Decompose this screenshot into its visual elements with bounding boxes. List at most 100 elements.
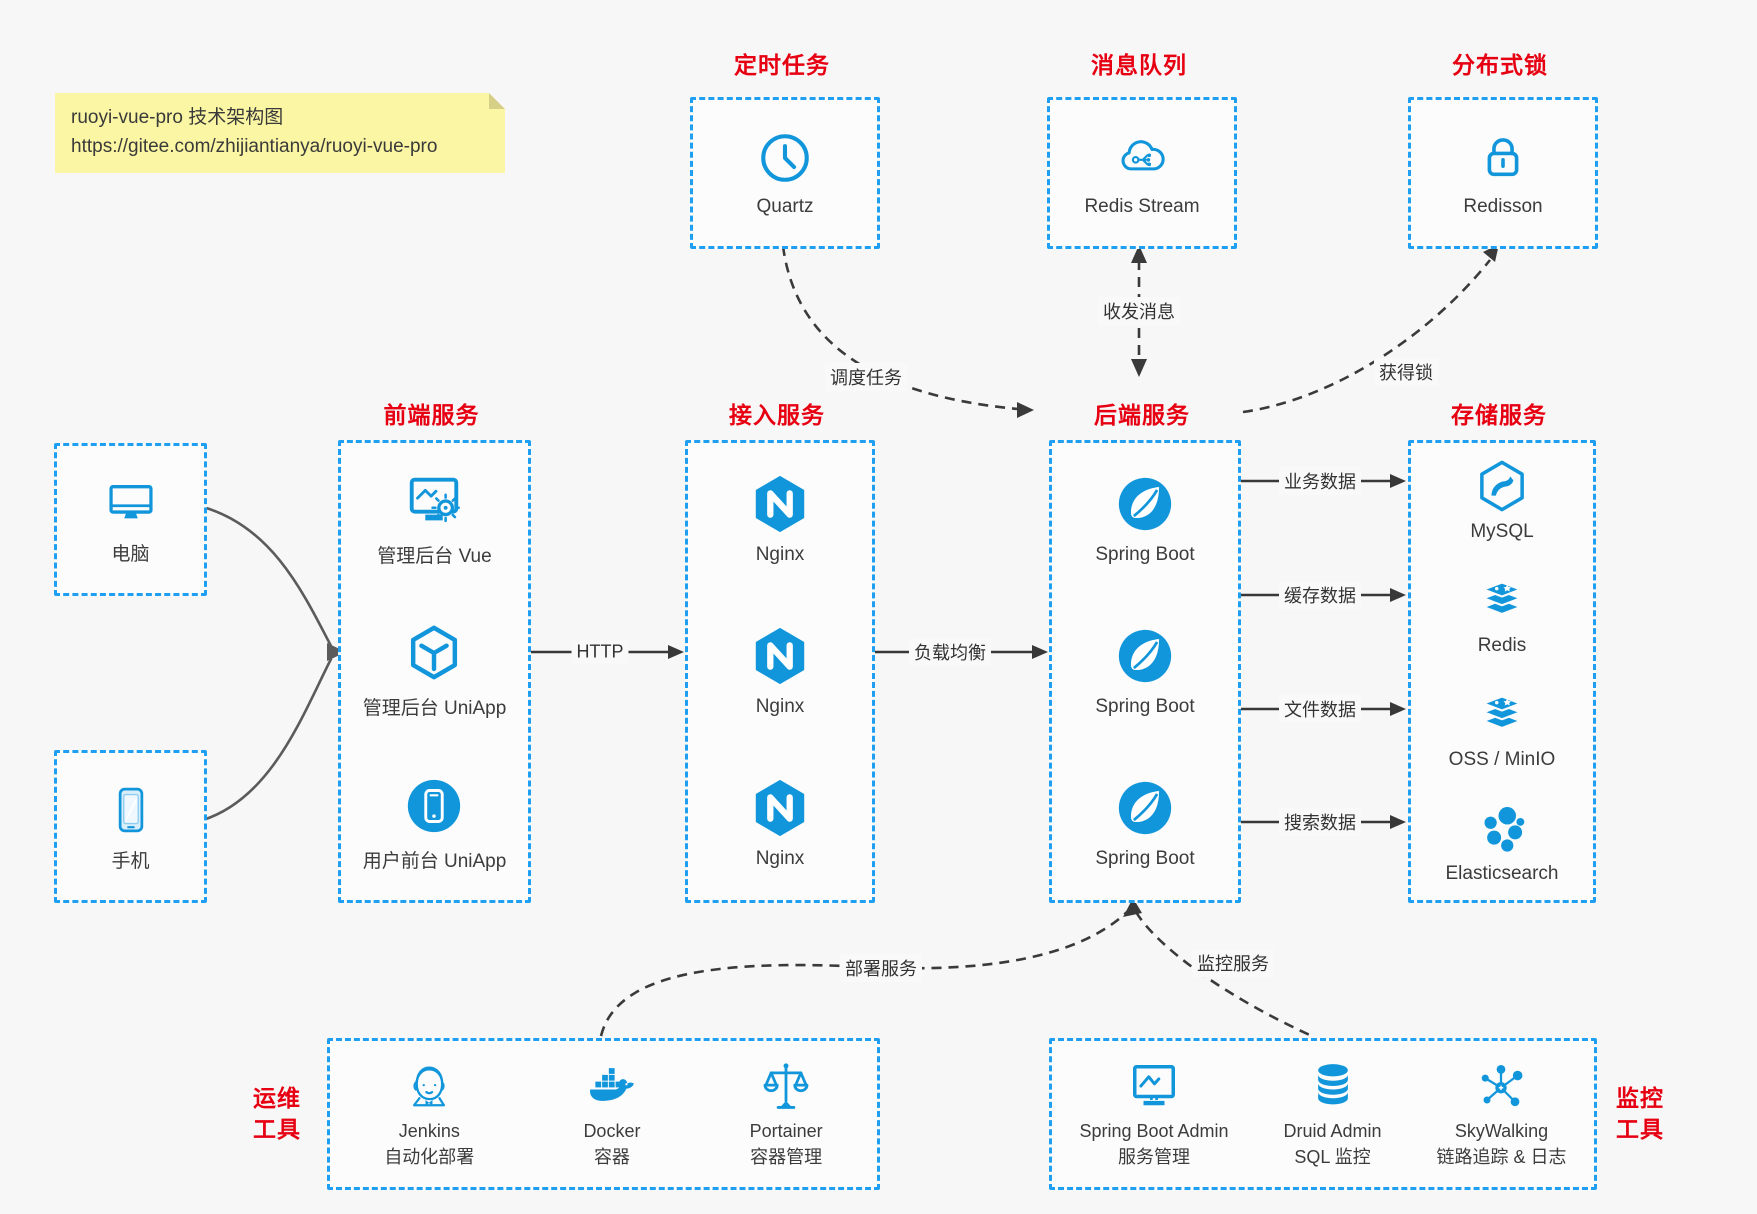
node-label: MySQL <box>1470 520 1534 542</box>
label-line2: 服务管理 <box>1118 1146 1191 1167</box>
node-label: Elasticsearch <box>1445 863 1559 885</box>
nginx-icon <box>755 627 805 685</box>
message-label: 收发消息 <box>1098 297 1180 325</box>
nginx-node[interactable]: Nginx <box>749 625 811 718</box>
admin-uniapp-node[interactable]: 管理后台 UniApp <box>363 622 506 720</box>
admin-vue-node[interactable]: 管理后台 Vue <box>377 470 492 568</box>
admin-vue-icon <box>410 477 461 523</box>
monitor-label: 监控服务 <box>1192 949 1274 977</box>
node-label: Nginx <box>755 543 805 565</box>
node-label: OSS / MinIO <box>1448 749 1556 771</box>
spring-boot-node[interactable]: Spring Boot <box>1095 777 1195 870</box>
label-line2: 容器 <box>593 1146 630 1167</box>
access-box: Nginx Nginx Nginx <box>685 440 875 903</box>
docker-node[interactable]: Docker 容器 <box>583 1058 641 1169</box>
quartz-box: Quartz <box>690 97 880 249</box>
mobile-icon <box>118 787 143 832</box>
node-label: Spring Boot <box>1095 695 1195 717</box>
app-circle-icon <box>408 779 461 832</box>
skywalking-icon <box>1482 1065 1523 1107</box>
label-line2: SQL 监控 <box>1294 1146 1371 1167</box>
section-title-frontend: 前端服务 <box>383 402 480 428</box>
section-title-access: 接入服务 <box>729 402 825 428</box>
backend-box: Spring Boot Spring Boot Spring Boot <box>1049 440 1241 903</box>
monitoring-title-line2: 工具 <box>1616 1116 1664 1143</box>
nginx-icon <box>755 475 805 532</box>
nginx-node[interactable]: Nginx <box>749 473 811 566</box>
elasticsearch-node[interactable]: Elasticsearch <box>1446 800 1559 885</box>
section-title-storage: 存储服务 <box>1451 402 1547 428</box>
portainer-node[interactable]: Portainer 容器管理 <box>750 1058 823 1169</box>
redis-stream-node[interactable]: Redis Stream <box>1084 129 1200 218</box>
spring-icon <box>1118 477 1172 530</box>
node-label: 电脑 <box>111 543 150 565</box>
label-line2: 容器管理 <box>750 1146 823 1167</box>
node-label: Portainer 容器管理 <box>750 1119 823 1169</box>
storage-edges <box>1237 479 1393 824</box>
computer-node[interactable]: 电脑 <box>102 474 160 566</box>
search-data-label: 搜索数据 <box>1279 808 1361 836</box>
node-label: Redis Stream <box>1084 195 1200 217</box>
oss-minio-node[interactable]: OSS / MinIO <box>1448 686 1556 771</box>
mysql-node[interactable]: MySQL <box>1470 458 1534 543</box>
section-title-backend: 后端服务 <box>1094 402 1190 428</box>
ops-title-line2: 工具 <box>253 1116 301 1143</box>
node-label: Docker 容器 <box>583 1119 640 1169</box>
note-url[interactable]: https://gitee.com/zhijiantianya/ruoyi-vu… <box>71 135 438 157</box>
cache-data-label: 缓存数据 <box>1279 581 1361 609</box>
deploy-label: 部署服务 <box>840 954 922 982</box>
node-label: Nginx <box>755 848 805 870</box>
nginx-node[interactable]: Nginx <box>749 777 811 870</box>
label-line1: Docker <box>583 1121 641 1142</box>
lock-edge <box>1242 259 1492 414</box>
arrowhead <box>1032 645 1048 659</box>
monitoring-tools-title: 监控 工具 <box>1600 1083 1680 1145</box>
computer-box: 电脑 <box>54 443 207 596</box>
storage-arrowheads <box>1390 474 1406 829</box>
clock-icon <box>761 133 809 182</box>
monitoring-title-line1: 监控 <box>1616 1085 1664 1111</box>
arrowhead <box>668 645 684 659</box>
ops-tools-title: 运维 工具 <box>237 1083 317 1145</box>
node-label: Spring Boot <box>1095 543 1195 565</box>
redis-node[interactable]: Redis <box>1474 572 1530 657</box>
user-uniapp-node[interactable]: 用户前台 UniApp <box>363 775 506 873</box>
spring-boot-node[interactable]: Spring Boot <box>1095 473 1195 566</box>
skywalking-node[interactable]: SkyWalking 链路追踪 & 日志 <box>1436 1058 1567 1169</box>
druid-icon <box>1317 1064 1348 1105</box>
client-to-frontend-edge <box>201 505 333 822</box>
http-label: HTTP <box>571 640 629 664</box>
elasticsearch-icon <box>1484 807 1525 852</box>
node-label: 管理后台 Vue <box>377 546 492 568</box>
mysql-icon <box>1480 460 1524 511</box>
section-title-scheduled-tasks: 定时任务 <box>734 52 830 78</box>
nginx-icon <box>755 780 805 837</box>
label-line2: 链路追踪 & 日志 <box>1436 1146 1567 1167</box>
node-label: 手机 <box>111 850 150 872</box>
redis-icon <box>1482 581 1522 615</box>
node-label: Spring Boot <box>1095 848 1195 870</box>
spring-boot-admin-node[interactable]: Spring Boot Admin 服务管理 <box>1079 1058 1229 1169</box>
cube-icon <box>411 626 458 680</box>
label-line1: SkyWalking <box>1454 1121 1549 1142</box>
label-line1: Spring Boot Admin <box>1079 1121 1229 1142</box>
storage-box: MySQL Redis OSS / MinIO <box>1408 440 1596 903</box>
redisson-node[interactable]: Redisson <box>1463 129 1543 218</box>
spring-boot-node[interactable]: Spring Boot <box>1095 625 1195 718</box>
label-line1: Portainer <box>749 1121 823 1142</box>
docker-icon <box>589 1068 634 1102</box>
cloud-stream-icon <box>1121 139 1165 170</box>
note-title: ruoyi-vue-pro 技术架构图 <box>71 107 284 128</box>
quartz-node[interactable]: Quartz <box>756 129 814 218</box>
phone-node[interactable]: 手机 <box>102 781 160 873</box>
spring-boot-admin-icon <box>1133 1065 1176 1106</box>
spring-icon <box>1118 782 1172 835</box>
jenkins-icon <box>413 1066 446 1107</box>
node-label: Quartz <box>756 195 814 217</box>
